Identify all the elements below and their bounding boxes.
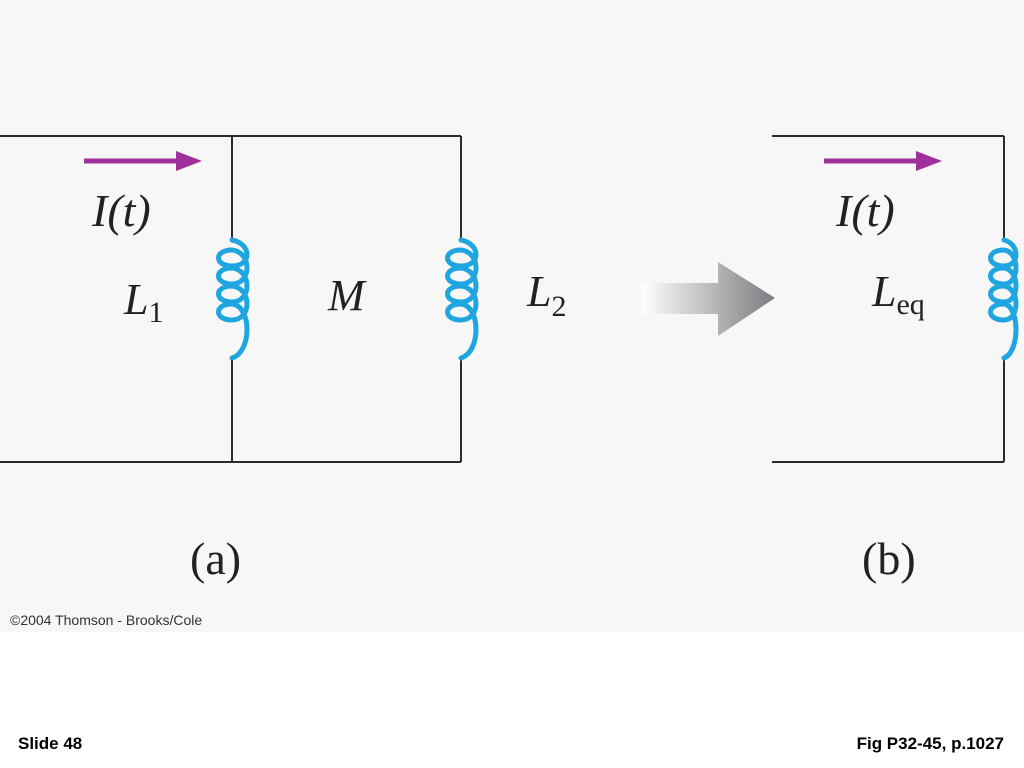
inductor-l2-label: L2	[526, 267, 566, 323]
mutual-inductance-label: M	[327, 271, 367, 320]
copyright-notice: ©2004 Thomson - Brooks/Cole	[10, 612, 203, 628]
panel-a-wires	[0, 135, 462, 463]
panel-b-wires	[772, 135, 1005, 463]
current-arrow-a	[84, 151, 202, 171]
slide-number: Slide 48	[18, 734, 83, 753]
transform-arrow-icon	[641, 262, 775, 336]
inductor-l1-label: L1	[123, 275, 163, 329]
caption-a: (a)	[190, 533, 241, 584]
inductor-leq-label: Leq	[871, 267, 925, 321]
circuit-diagram: I(t) L1 M L2 (a) I(t) Leq (b)	[0, 135, 1019, 584]
current-arrow-b	[824, 151, 942, 171]
current-label-a: I(t)	[91, 185, 151, 236]
current-label-b: I(t)	[835, 185, 895, 236]
figure-reference: Fig P32-45, p.1027	[856, 734, 1004, 753]
caption-b: (b)	[862, 533, 916, 584]
inductor-l2-icon	[445, 237, 479, 361]
figure-area: I(t) L1 M L2 (a) I(t) Leq (b)	[0, 135, 1019, 584]
inductor-leq-icon	[988, 237, 1019, 361]
inductor-l1-icon	[216, 237, 250, 361]
